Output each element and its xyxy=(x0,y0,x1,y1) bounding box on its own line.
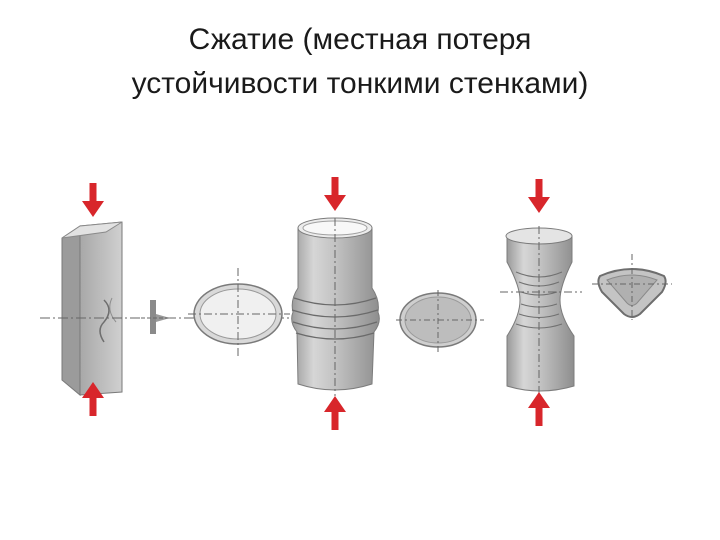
angle-beam-figure xyxy=(61,183,123,416)
load-arrow-down-icon xyxy=(528,179,550,213)
ring-section-figure-2 xyxy=(396,290,484,352)
ring-section-figure-1 xyxy=(188,268,290,356)
load-arrow-up-icon xyxy=(528,392,550,426)
cylinder-body xyxy=(506,235,575,392)
angle-flange-left xyxy=(61,225,81,397)
cylinder-waist-buckling-figure xyxy=(500,179,582,426)
page-title: Сжатие (местная потеря устойчивости тонк… xyxy=(0,18,720,106)
title-line-2: устойчивости тонкими стенками) xyxy=(131,67,589,100)
load-arrow-down-icon xyxy=(82,183,104,217)
triangle-section-figure xyxy=(592,254,672,320)
load-arrow-up-icon xyxy=(324,396,346,430)
angle-section-figure xyxy=(141,300,172,334)
angle-flange-front xyxy=(79,221,123,396)
cylinder-ring-buckling-figure xyxy=(291,177,380,430)
title-line-1: Сжатие (местная потеря xyxy=(188,23,532,56)
load-arrow-down-icon xyxy=(324,177,346,211)
